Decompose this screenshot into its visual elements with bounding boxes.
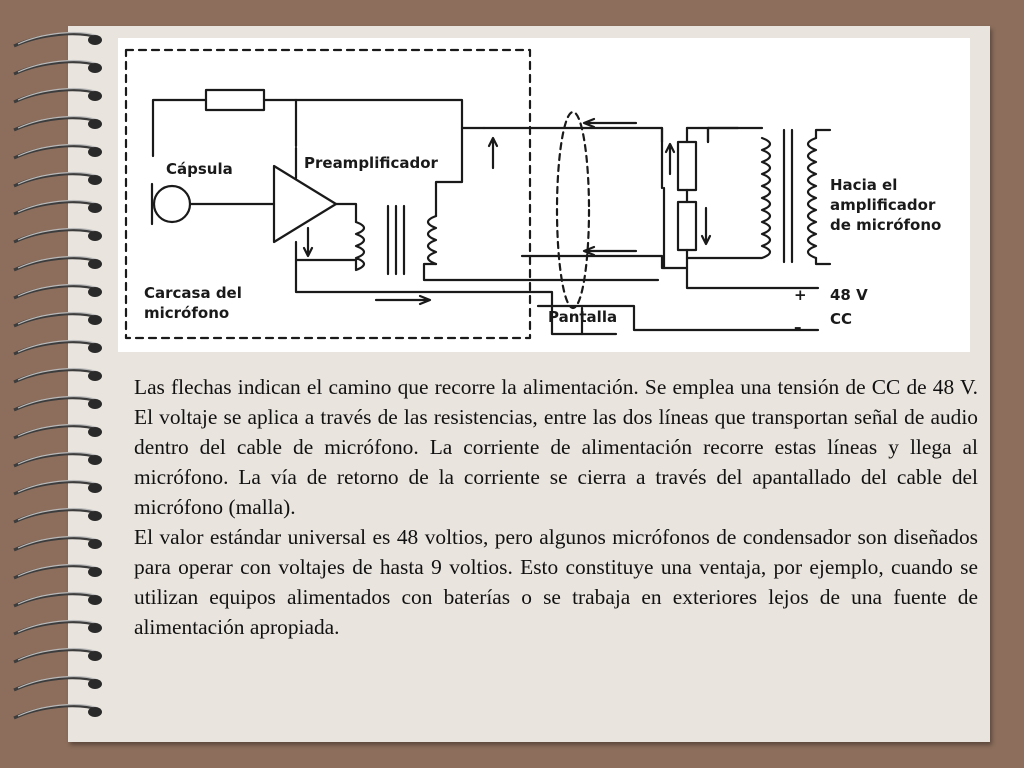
spiral-binding (13, 31, 102, 720)
output-transformer-primary (685, 136, 772, 260)
phantom-power-diagram: Cápsula Preamplificador Carcasa del micr… (118, 38, 970, 352)
binding-ring-highlight (17, 675, 99, 689)
binding-ring-highlight (17, 255, 99, 269)
housing-label-1: Carcasa del (144, 284, 242, 302)
capsule-circle (152, 184, 192, 224)
binding-ring-highlight (17, 479, 99, 493)
dc-label: CC (830, 310, 852, 328)
capsule-label: Cápsula (166, 160, 233, 178)
voltage-label: 48 V (830, 286, 868, 304)
binding-hole (88, 483, 102, 493)
transformer-secondary (426, 214, 438, 266)
binding-ring-highlight (17, 199, 99, 213)
binding-hole (88, 119, 102, 129)
feedback-resistor (204, 88, 266, 112)
plus-label: + (794, 286, 807, 304)
binding-ring-highlight (17, 227, 99, 241)
binding-ring-highlight (17, 283, 99, 297)
binding-hole (88, 91, 102, 101)
binding-hole (88, 539, 102, 549)
binding-hole (88, 287, 102, 297)
binding-hole (88, 707, 102, 717)
binding-ring-highlight (17, 395, 99, 409)
binding-ring-highlight (17, 31, 99, 45)
top-wire (151, 98, 298, 158)
binding-ring-highlight (17, 703, 99, 717)
binding-ring-highlight (17, 311, 99, 325)
transformer-core (386, 204, 406, 276)
circuit-svg: Cápsula Preamplificador Carcasa del micr… (124, 48, 941, 340)
binding-hole (88, 651, 102, 661)
paragraph-power-path: Las flechas indican el camino que recorr… (134, 375, 978, 519)
binding-hole (88, 231, 102, 241)
destination-label-1: Hacia el (830, 176, 897, 194)
binding-ring-highlight (17, 619, 99, 633)
preamp-label: Preamplificador (304, 154, 439, 172)
transformer-primary (294, 220, 366, 272)
binding-hole (88, 315, 102, 325)
binding-ring-highlight (17, 507, 99, 521)
binding-ring-highlight (17, 59, 99, 73)
binding-hole (88, 259, 102, 269)
binding-hole (88, 455, 102, 465)
binding-hole (88, 63, 102, 73)
binding-hole (88, 371, 102, 381)
binding-hole (88, 623, 102, 633)
binding-hole (88, 343, 102, 353)
binding-ring-highlight (17, 423, 99, 437)
binding-hole (88, 147, 102, 157)
binding-hole (88, 595, 102, 605)
binding-hole (88, 203, 102, 213)
cable-shield (555, 110, 591, 310)
phantom-resistor-lower (676, 200, 698, 252)
binding-hole (88, 35, 102, 45)
housing-outline (124, 48, 532, 340)
binding-ring-highlight (17, 563, 99, 577)
phantom-resistor-upper (676, 140, 698, 192)
binding-hole (88, 427, 102, 437)
binding-ring-highlight (17, 591, 99, 605)
binding-ring-highlight (17, 535, 99, 549)
binding-hole (88, 679, 102, 689)
binding-hole (88, 399, 102, 409)
binding-hole (88, 175, 102, 185)
binding-ring-highlight (17, 647, 99, 661)
shield-label: Pantalla (548, 308, 617, 326)
destination-label-2: amplificador (830, 196, 936, 214)
description-text: Las flechas indican el camino que recorr… (134, 372, 978, 642)
binding-ring-highlight (17, 367, 99, 381)
binding-ring-highlight (17, 339, 99, 353)
output-transformer-secondary (806, 136, 818, 260)
paragraph-voltage-standard: El valor estándar universal es 48 voltio… (134, 525, 978, 639)
output-transformer-core (782, 128, 794, 264)
binding-ring-highlight (17, 451, 99, 465)
binding-hole (88, 511, 102, 521)
destination-label-3: de micrófono (830, 216, 941, 234)
binding-ring-highlight (17, 171, 99, 185)
binding-ring-highlight (17, 87, 99, 101)
housing-label-2: micrófono (144, 304, 229, 322)
preamp-triangle (272, 164, 338, 244)
minus-label: – (794, 318, 802, 336)
binding-ring-highlight (17, 143, 99, 157)
binding-hole (88, 567, 102, 577)
binding-ring-highlight (17, 115, 99, 129)
